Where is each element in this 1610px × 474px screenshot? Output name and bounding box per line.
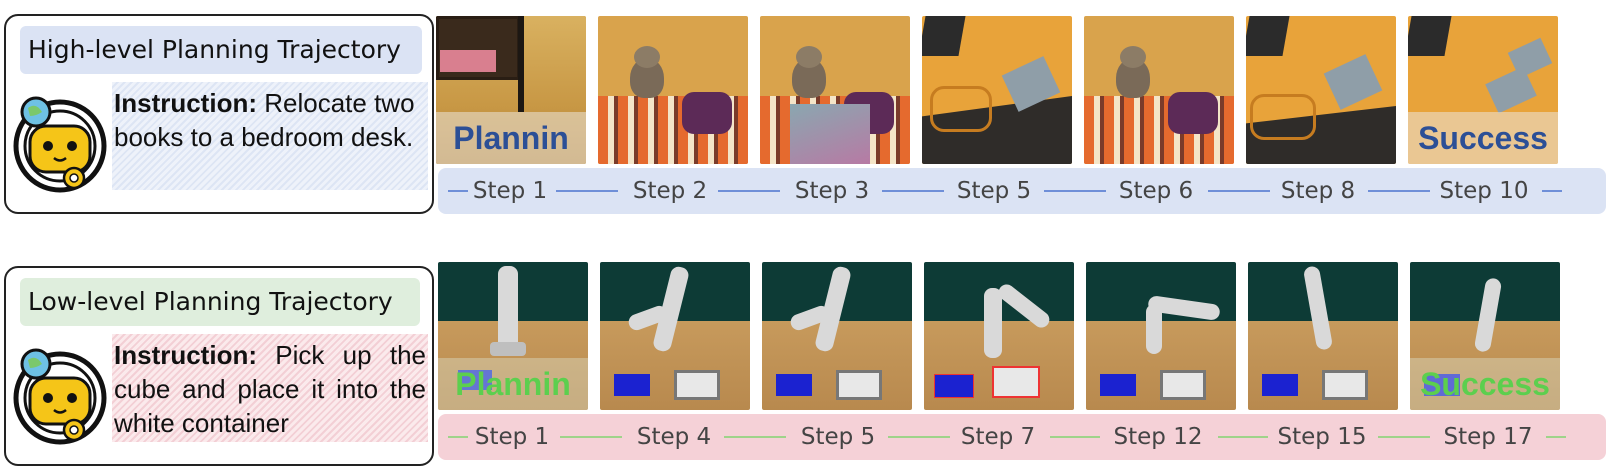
step-label: Step 17 — [1443, 424, 1533, 450]
high-level-card: High-level Planning Trajectory Instructi… — [4, 14, 434, 214]
robot-agent-icon — [13, 96, 107, 193]
high-level-instruction: Instruction: Relocate two books to a bed… — [112, 82, 428, 190]
timeline-segment — [1208, 190, 1270, 192]
timeline-segment — [724, 436, 786, 438]
low-level-title: Low-level Planning Trajectory — [20, 278, 420, 326]
step-label: Step 12 — [1113, 424, 1203, 450]
high-level-step-bar: Step 1 Step 2 Step 3 Step 5 Step 6 Step … — [438, 168, 1606, 214]
step-label: Step 3 — [794, 178, 870, 204]
step-label: Step 2 — [632, 178, 708, 204]
high-level-title: High-level Planning Trajectory — [20, 26, 422, 74]
timeline-segment — [1542, 190, 1562, 192]
step-label: Step 4 — [636, 424, 712, 450]
planning-overlay: Plannin — [438, 358, 588, 410]
instruction-text: Relocate two books to a bedroom desk. — [114, 88, 415, 152]
timeline-segment — [1378, 436, 1430, 438]
timeline-segment — [1044, 190, 1106, 192]
step-label: Step 15 — [1277, 424, 1367, 450]
low-level-frame-5 — [1086, 262, 1236, 410]
step-label: Step 7 — [960, 424, 1036, 450]
step-label: Step 6 — [1118, 178, 1194, 204]
step-label: Step 1 — [474, 424, 550, 450]
timeline-segment — [448, 436, 468, 438]
timeline-segment — [448, 190, 468, 192]
step-label: Step 8 — [1280, 178, 1356, 204]
timeline-segment — [888, 436, 950, 438]
high-level-frame-2 — [598, 16, 748, 164]
low-level-frame-1: Plannin — [438, 262, 588, 410]
timeline-segment — [1218, 436, 1268, 438]
step-label: Step 5 — [800, 424, 876, 450]
low-level-step-bar: Step 1 Step 4 Step 5 Step 7 Step 12 Step… — [438, 414, 1606, 460]
high-level-frame-5 — [1084, 16, 1234, 164]
timeline-segment — [718, 190, 780, 192]
robot-agent-icon — [13, 348, 107, 445]
success-overlay: Success — [1408, 112, 1558, 164]
step-label: Step 1 — [472, 178, 548, 204]
low-level-frame-7: Success — [1410, 262, 1560, 410]
timeline-segment — [1368, 190, 1430, 192]
success-overlay: Success — [1410, 358, 1560, 410]
timeline-segment — [1546, 436, 1566, 438]
low-level-frame-3 — [762, 262, 912, 410]
high-level-frame-3 — [760, 16, 910, 164]
low-level-frame-4 — [924, 262, 1074, 410]
instruction-label: Instruction: — [114, 88, 257, 118]
timeline-segment — [882, 190, 944, 192]
instruction-label: Instruction: — [114, 340, 257, 370]
low-level-instruction: Instruction: Pick up the cube and place … — [112, 334, 428, 442]
high-level-frame-6 — [1246, 16, 1396, 164]
high-level-frame-4 — [922, 16, 1072, 164]
step-label: Step 10 — [1439, 178, 1529, 204]
high-level-frame-7: Success — [1408, 16, 1558, 164]
timeline-segment — [556, 190, 618, 192]
planning-overlay: Plannin — [436, 112, 586, 164]
low-level-card: Low-level Planning Trajectory Instructio… — [4, 266, 434, 466]
high-level-frame-1: Plannin — [436, 16, 586, 164]
timeline-segment — [560, 436, 622, 438]
instruction-text: Pick up the cube and place it into the w… — [114, 340, 426, 438]
step-label: Step 5 — [956, 178, 1032, 204]
low-level-frame-6 — [1248, 262, 1398, 410]
low-level-frame-2 — [600, 262, 750, 410]
timeline-segment — [1050, 436, 1100, 438]
